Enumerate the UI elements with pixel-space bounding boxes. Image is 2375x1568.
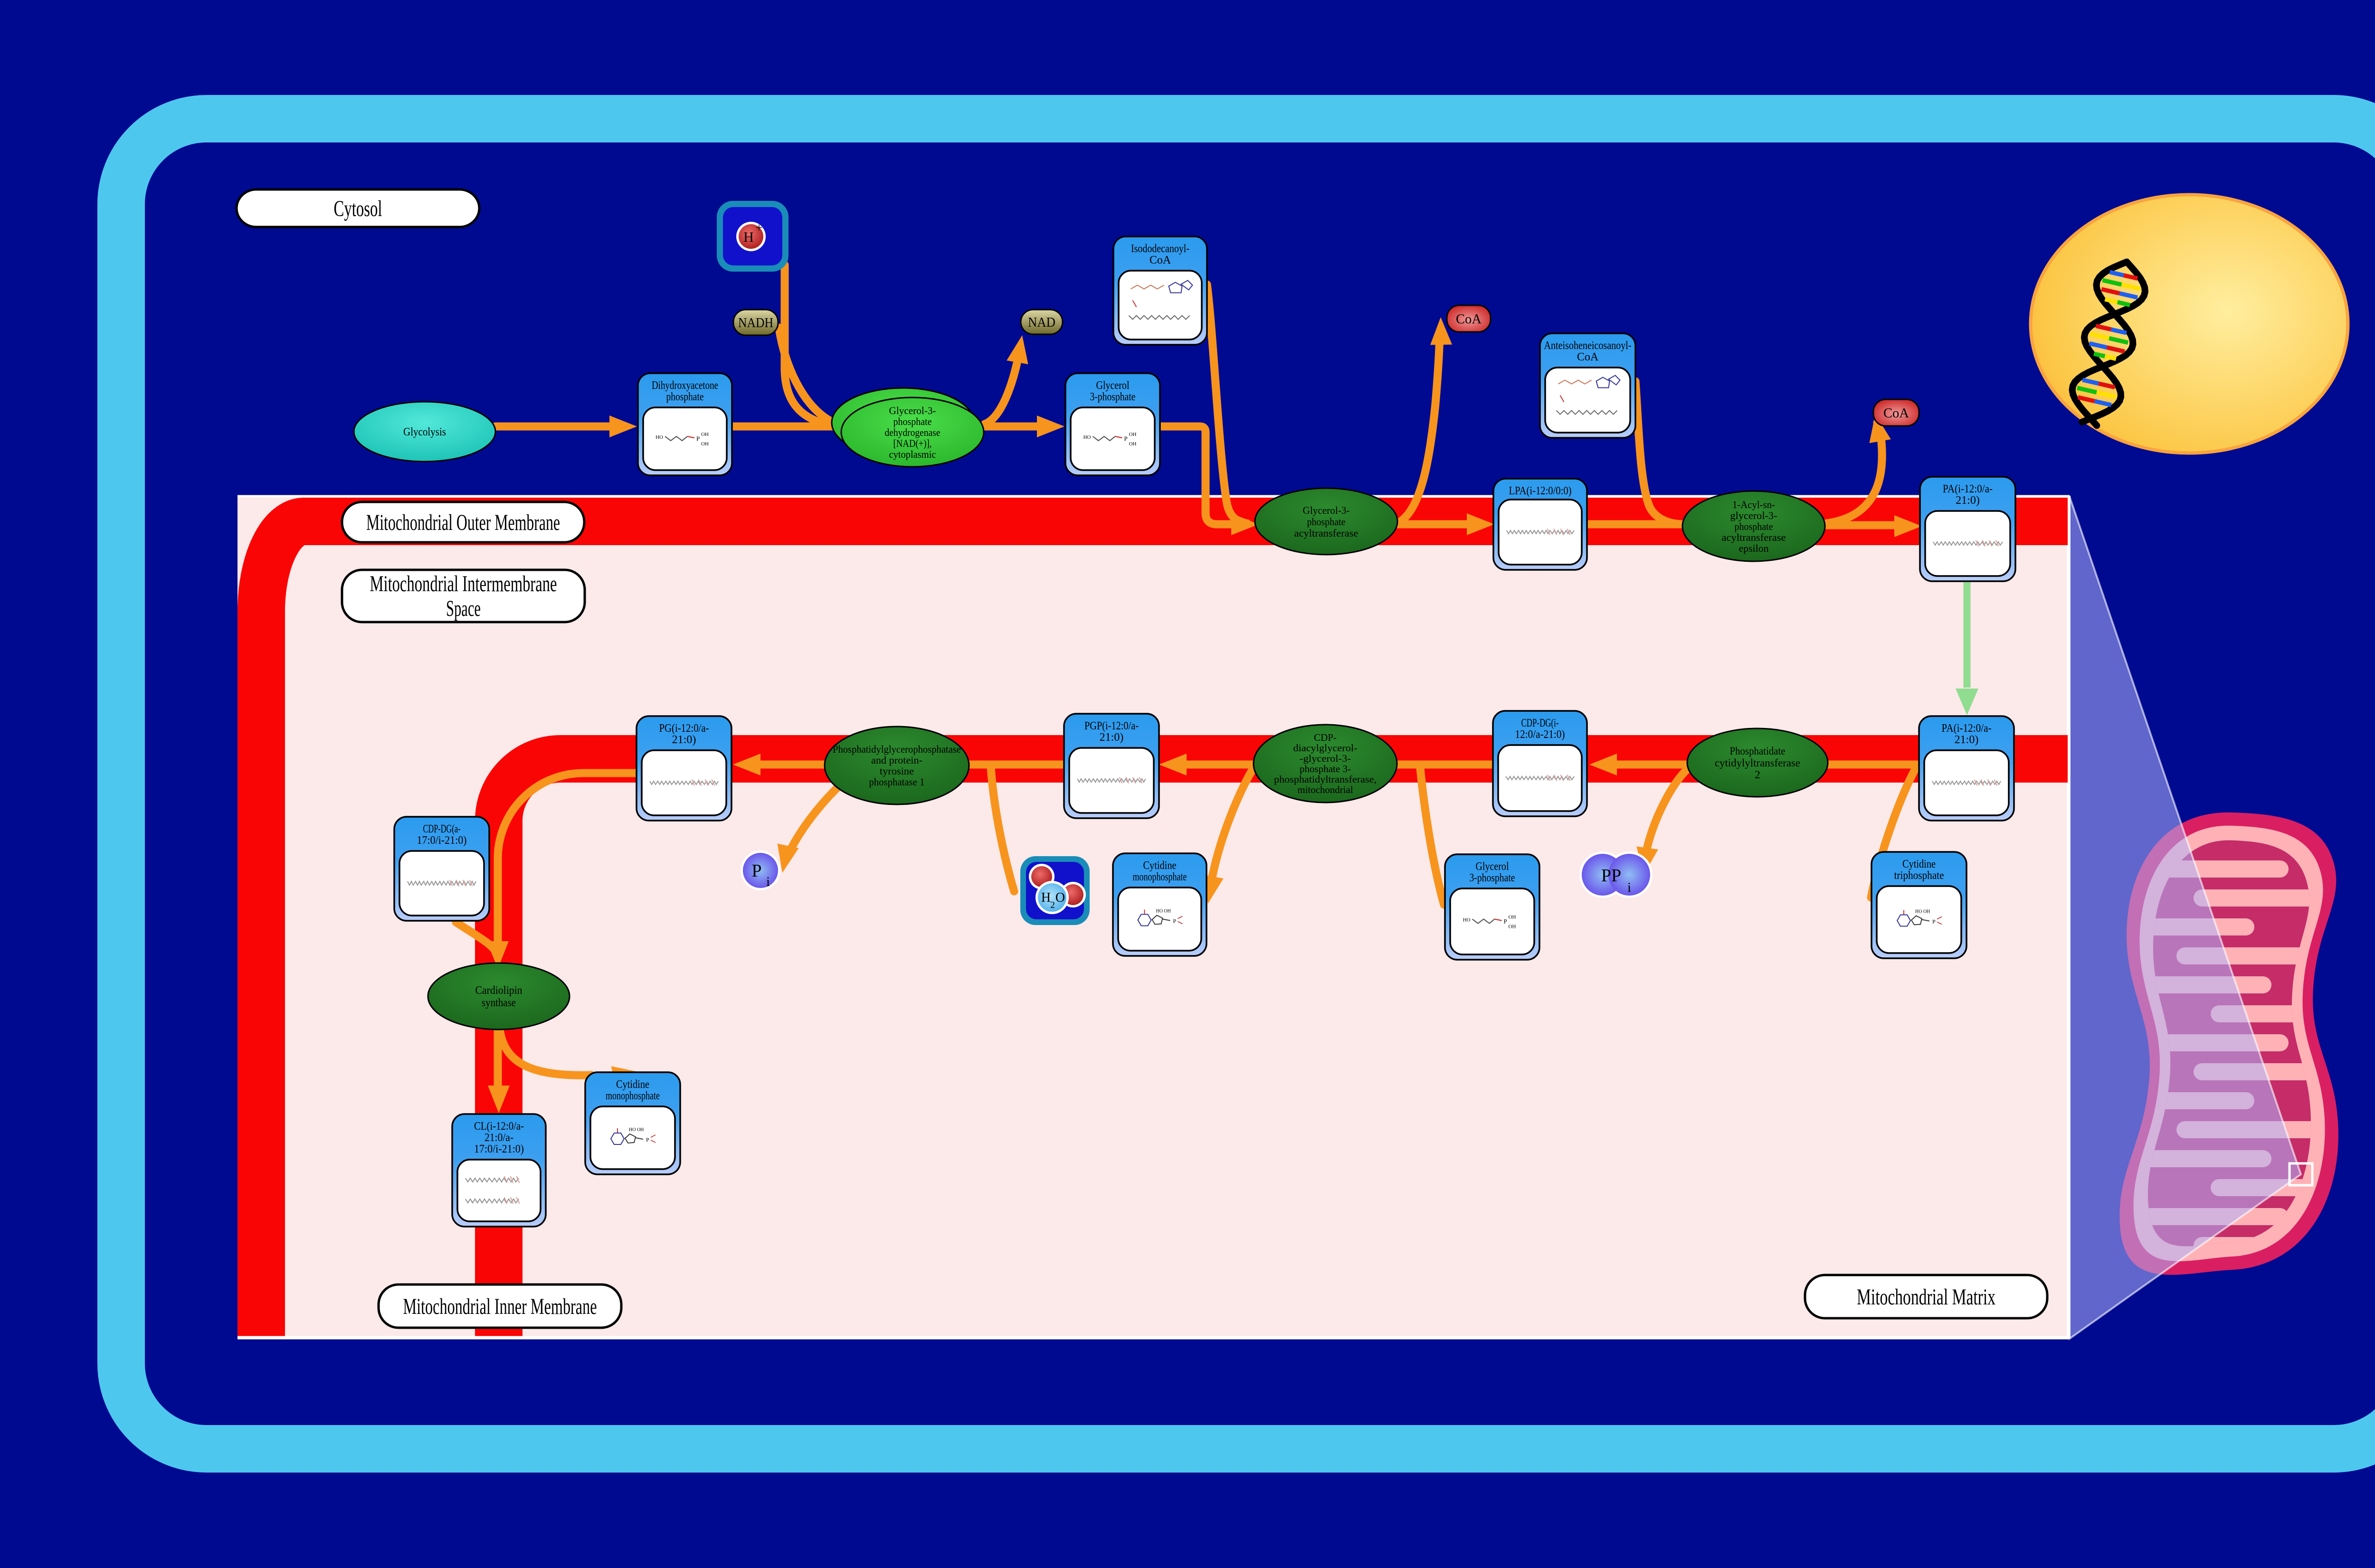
svg-text:[NAD(+)],: [NAD(+)],: [893, 437, 932, 449]
svg-text:HO: HO: [656, 435, 663, 440]
svg-text:Cytidine: Cytidine: [1902, 858, 1936, 870]
svg-text:Glycerol-3-: Glycerol-3-: [1303, 504, 1350, 516]
svg-text:Glycerol: Glycerol: [1476, 860, 1509, 873]
svg-text:phosphate: phosphate: [893, 416, 932, 427]
svg-text:CoA: CoA: [1456, 312, 1482, 327]
svg-text:17:0/i-21:0): 17:0/i-21:0): [417, 834, 467, 847]
svg-text:-glycerol-3-: -glycerol-3-: [1300, 753, 1351, 764]
svg-text:CoA: CoA: [1577, 351, 1599, 363]
svg-text:OH: OH: [701, 441, 709, 447]
svg-text:3-phosphate: 3-phosphate: [1090, 391, 1136, 403]
svg-text:P: P: [1504, 918, 1507, 925]
svg-text:PG(i-12:0/a-: PG(i-12:0/a-: [659, 722, 709, 735]
svg-text:PA(i-12:0/a-: PA(i-12:0/a-: [1943, 483, 1993, 495]
svg-text:HO OH: HO OH: [1915, 909, 1930, 915]
svg-text:1-Acyl-sn-: 1-Acyl-sn-: [1732, 499, 1775, 510]
svg-text:OH: OH: [1129, 432, 1137, 437]
svg-text:dehydrogenase: dehydrogenase: [885, 426, 940, 438]
svg-text:+: +: [756, 221, 763, 235]
svg-text:H: H: [1041, 890, 1051, 905]
svg-text:Phosphatidylglycerophosphatase: Phosphatidylglycerophosphatase: [833, 743, 961, 755]
svg-text:Dihydroxyacetone: Dihydroxyacetone: [652, 379, 718, 392]
svg-text:mitochondrial: mitochondrial: [1298, 784, 1353, 795]
svg-text:P: P: [1173, 918, 1177, 925]
svg-text:phosphate: phosphate: [666, 391, 704, 403]
svg-text:H: H: [743, 229, 754, 245]
svg-text:OH: OH: [1509, 924, 1516, 930]
svg-text:OH: OH: [1509, 915, 1516, 920]
svg-text:epsilon: epsilon: [1739, 542, 1769, 554]
svg-text:Cytidine: Cytidine: [1143, 860, 1177, 872]
svg-text:phosphatase 1: phosphatase 1: [869, 776, 925, 788]
svg-text:phosphate 3-: phosphate 3-: [1300, 763, 1351, 775]
svg-text:synthase: synthase: [482, 997, 516, 1009]
svg-text:P: P: [1124, 435, 1128, 442]
svg-text:Isododecanoyl-: Isododecanoyl-: [1131, 243, 1189, 255]
svg-text:Cytidine: Cytidine: [616, 1078, 649, 1091]
svg-text:phosphatidyltransferase,: phosphatidyltransferase,: [1274, 774, 1377, 785]
svg-text:phosphate: phosphate: [1735, 520, 1773, 532]
svg-text:Phosphatidate: Phosphatidate: [1730, 745, 1786, 757]
svg-text:3-phosphate: 3-phosphate: [1470, 872, 1515, 884]
svg-text:Cardiolipin: Cardiolipin: [475, 984, 522, 997]
svg-text:Glycerol-3-: Glycerol-3-: [889, 405, 936, 416]
svg-text:i: i: [1627, 880, 1631, 895]
svg-text:NADH: NADH: [738, 316, 773, 331]
svg-text:21:0): 21:0): [1956, 494, 1980, 507]
svg-text:cytidylyltransferase: cytidylyltransferase: [1715, 757, 1800, 769]
svg-text:cytoplasmic: cytoplasmic: [889, 448, 936, 460]
svg-text:O: O: [1055, 890, 1065, 905]
svg-text:21:0): 21:0): [672, 734, 696, 746]
svg-text:P: P: [646, 1136, 649, 1143]
svg-text:CoA: CoA: [1150, 254, 1171, 266]
svg-text:CoA: CoA: [1883, 406, 1910, 421]
svg-text:acyltransferase: acyltransferase: [1722, 531, 1786, 543]
svg-text:phosphate: phosphate: [1307, 516, 1346, 528]
svg-text:Anteisoheneicosanoyl-: Anteisoheneicosanoyl-: [1544, 340, 1632, 352]
svg-text:21:0): 21:0): [1955, 734, 1979, 746]
svg-text:Glycolysis: Glycolysis: [403, 426, 446, 438]
svg-text:monophosphate: monophosphate: [1133, 871, 1187, 883]
svg-text:OH: OH: [701, 432, 709, 437]
svg-text:Mitochondrial Intermembrane: Mitochondrial Intermembrane: [370, 571, 557, 596]
svg-text:PP: PP: [1601, 866, 1621, 886]
svg-text:P: P: [751, 861, 761, 881]
svg-text:HO: HO: [1083, 435, 1091, 440]
svg-text:i: i: [766, 875, 770, 889]
svg-text:tyrosine: tyrosine: [880, 765, 914, 777]
svg-text:PA(i-12:0/a-: PA(i-12:0/a-: [1942, 722, 1992, 735]
svg-text:2: 2: [1050, 900, 1055, 910]
svg-text:2: 2: [1755, 769, 1760, 781]
svg-text:CDP-: CDP-: [1314, 732, 1337, 743]
svg-text:triphosphate: triphosphate: [1894, 869, 1944, 882]
svg-text:LPA(i-12:0/0:0): LPA(i-12:0/0:0): [1509, 485, 1572, 497]
svg-text:Space: Space: [446, 596, 481, 621]
svg-text:Cytosol: Cytosol: [334, 196, 382, 221]
svg-text:Mitochondrial Inner Membrane: Mitochondrial Inner Membrane: [403, 1294, 597, 1319]
svg-text:HO: HO: [1463, 917, 1471, 923]
svg-text:OH: OH: [1129, 441, 1137, 447]
svg-text:PGP(i-12:0/a-: PGP(i-12:0/a-: [1084, 720, 1139, 732]
svg-text:21:0/a-: 21:0/a-: [484, 1132, 513, 1144]
svg-text:21:0): 21:0): [1100, 731, 1124, 744]
svg-text:Glycerol: Glycerol: [1096, 379, 1130, 392]
svg-text:diacylglycerol-: diacylglycerol-: [1293, 742, 1358, 754]
svg-text:HO OH: HO OH: [629, 1127, 644, 1133]
svg-text:12:0/a-21:0): 12:0/a-21:0): [1515, 728, 1565, 741]
svg-text:Mitochondrial Outer Membrane: Mitochondrial Outer Membrane: [366, 510, 560, 535]
svg-text:glycerol-3-: glycerol-3-: [1730, 510, 1777, 521]
svg-text:Mitochondrial Matrix: Mitochondrial Matrix: [1857, 1285, 1995, 1310]
svg-text:CDP-DG(i-: CDP-DG(i-: [1521, 717, 1559, 729]
svg-text:and protein-: and protein-: [871, 754, 922, 766]
svg-text:CDP-DG(a-: CDP-DG(a-: [423, 823, 461, 835]
svg-text:acyltransferase: acyltransferase: [1294, 527, 1358, 539]
svg-text:P: P: [1932, 918, 1936, 925]
svg-text:P: P: [696, 435, 700, 442]
svg-text:monophosphate: monophosphate: [606, 1090, 660, 1102]
svg-text:CL(i-12:0/a-: CL(i-12:0/a-: [474, 1120, 524, 1133]
svg-text:NAD: NAD: [1028, 315, 1055, 330]
svg-text:HO OH: HO OH: [1156, 909, 1171, 914]
svg-text:17:0/i-21:0): 17:0/i-21:0): [474, 1143, 524, 1155]
